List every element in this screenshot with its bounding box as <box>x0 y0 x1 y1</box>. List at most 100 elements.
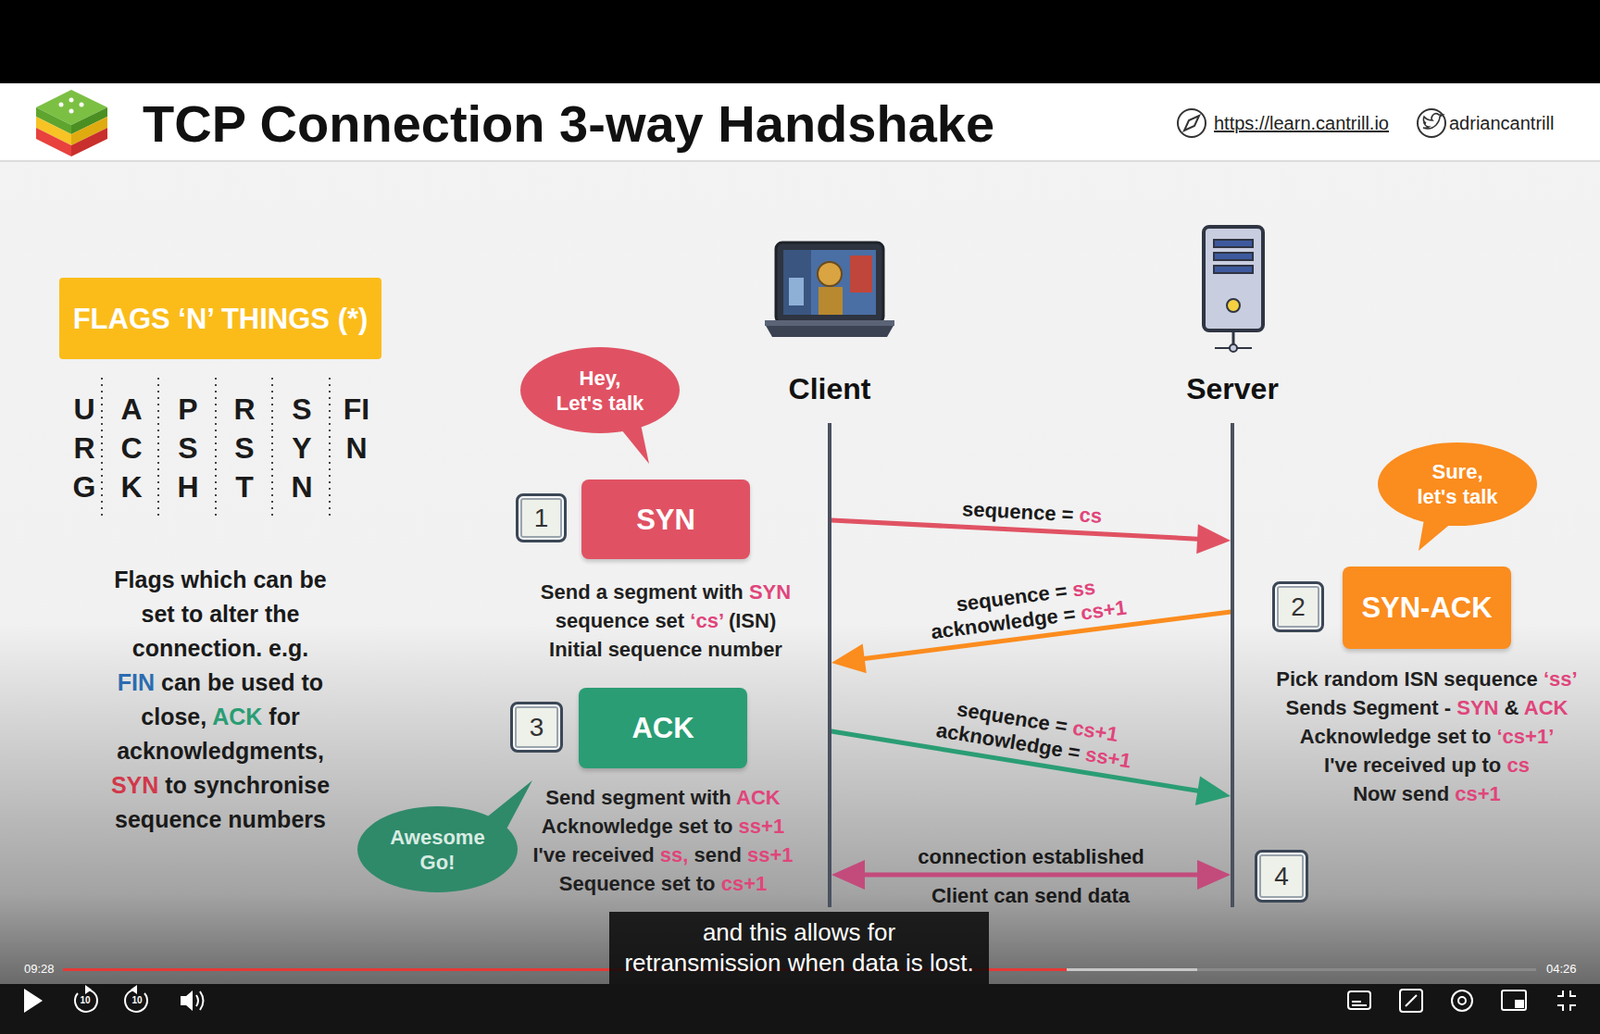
callout-number: 1 <box>534 503 550 534</box>
connector-label: sequence = cs <box>961 497 1102 529</box>
box-description: Send segment with ACK Acknowledge set to… <box>532 783 793 899</box>
actor-label: Client <box>788 371 872 407</box>
skip-seconds: 10 <box>79 995 90 1007</box>
speech-bubble: Sure, let's talk <box>1377 442 1538 526</box>
slide-background <box>0 83 1600 985</box>
connector-label: connection established <box>917 845 1145 870</box>
slide-title: TCP Connection 3-way Handshake <box>142 94 995 154</box>
callout-number: 3 <box>529 712 545 743</box>
bubble-body <box>357 806 518 893</box>
highlight-word: cs <box>1506 753 1529 777</box>
highlight-word: SYN <box>1456 696 1499 720</box>
callout-number: 4 <box>1274 862 1289 892</box>
compass-icon <box>1177 109 1206 138</box>
box-title: ACK <box>631 711 694 746</box>
connector-line <box>864 873 1198 878</box>
callout-number: 1 <box>515 493 567 543</box>
flag-column-dividers <box>101 377 330 521</box>
laptop-icon <box>764 242 895 338</box>
highlight-word: ACK <box>1524 696 1569 720</box>
elapsed-time: 09:28 <box>24 962 55 977</box>
box-description: Pick random ISN sequence ‘ss’ Sends Segm… <box>1275 664 1577 809</box>
flag-letters: ACK <box>113 389 150 507</box>
highlight-word: ss+1 <box>747 843 794 867</box>
connector-label: sequence = ss acknowledge = cs+1 <box>926 571 1129 645</box>
flag-letters: PSH <box>170 389 206 507</box>
speech-bubble: Hey, Let's talk <box>520 347 680 434</box>
header-rule <box>0 160 1600 163</box>
bubble-text: Sure, let's talk <box>1416 459 1498 510</box>
highlight-word: FIN <box>117 669 155 696</box>
top-bar <box>0 0 1600 84</box>
bubble-shape <box>520 347 680 434</box>
header-band <box>0 83 1600 162</box>
highlight-word: cs+1 <box>1079 595 1128 625</box>
bubble-body <box>1377 442 1538 526</box>
arrow-head <box>1196 524 1231 554</box>
callout-number: 2 <box>1290 592 1306 623</box>
connector-label: sequence = cs+1 acknowledge = ss+1 <box>934 695 1137 775</box>
flag-letters: SYN <box>284 389 320 507</box>
edge-note: Client can send data <box>931 884 1130 909</box>
website-link: https://learn.cantrill.io <box>1213 112 1389 135</box>
bubble-text: Hey, Let's talk <box>556 365 645 416</box>
highlight-word: cs+1 <box>1071 716 1121 748</box>
server-icon <box>1203 226 1263 352</box>
highlight-word: ss+1 <box>1084 743 1134 775</box>
highlight-word: SYN <box>111 772 159 799</box>
bubble-text: Awesome Go! <box>389 825 485 875</box>
arrow-head <box>1195 775 1231 806</box>
server-lifeline: Server <box>1230 423 1235 908</box>
flag-letters: URG <box>66 389 102 507</box>
connector <box>831 520 1231 554</box>
box-title: SYN <box>636 502 696 538</box>
flags-note: Flags which can be set to alter the conn… <box>111 562 330 838</box>
bubble-shape <box>1377 442 1538 526</box>
box-description: Send a segment with SYN sequence set ‘cs… <box>540 577 791 664</box>
callout-number: 4 <box>1254 850 1309 903</box>
flags-box: FLAGS ‘N’ THINGS (*) <box>59 277 382 360</box>
flag-letters: RST <box>226 389 263 507</box>
twitter-handle: adriancantrill <box>1449 112 1554 135</box>
callout-number: 2 <box>1272 581 1325 633</box>
highlight-word: ‘cs’ <box>689 609 723 633</box>
highlight-word: ss, <box>660 843 689 867</box>
box-title: FLAGS ‘N’ THINGS (*) <box>73 301 369 337</box>
highlight-word: cs+1 <box>721 872 768 896</box>
highlight-word: ACK <box>736 786 781 810</box>
highlight-word: ‘cs+1’ <box>1496 725 1554 749</box>
highlight-word: ACK <box>212 703 263 730</box>
highlight-word: cs+1 <box>1454 782 1501 806</box>
skip-seconds: 10 <box>131 995 142 1007</box>
remaining-time: 04:26 <box>1546 962 1577 977</box>
highlight-word: ss <box>1071 575 1097 601</box>
arrow-head <box>1197 860 1231 890</box>
player-controls <box>24 985 1576 1013</box>
connector <box>831 860 1231 890</box>
highlight-word: ‘ss’ <box>1543 667 1578 691</box>
twitter-icon <box>1417 109 1446 138</box>
actor-label: Server <box>1186 371 1279 407</box>
flag-letters: FIN <box>338 389 375 468</box>
flag-box: SYN-ACKPick random ISN sequence ‘ss’ Sen… <box>1342 566 1512 650</box>
control-bar <box>0 984 1600 1034</box>
logo-cube <box>36 89 108 157</box>
bubble-body <box>520 347 680 434</box>
bubble-shape <box>357 806 518 893</box>
client-lifeline: Client <box>827 423 832 908</box>
highlight-word: ss+1 <box>738 814 786 838</box>
arrow-head <box>831 860 865 890</box>
flag-box: SYNSend a segment with SYN sequence set … <box>581 479 750 560</box>
box-title: SYN-ACK <box>1361 590 1492 625</box>
arrow-head <box>831 644 867 675</box>
flag-box: ACKSend segment with ACK Acknowledge set… <box>578 687 748 769</box>
callout-number: 3 <box>510 701 563 753</box>
highlight-word: SYN <box>749 580 791 604</box>
speech-bubble: Awesome Go! <box>357 806 518 893</box>
subtitle: and this allows for retransmission when … <box>609 912 988 985</box>
highlight-word: cs <box>1078 503 1103 528</box>
